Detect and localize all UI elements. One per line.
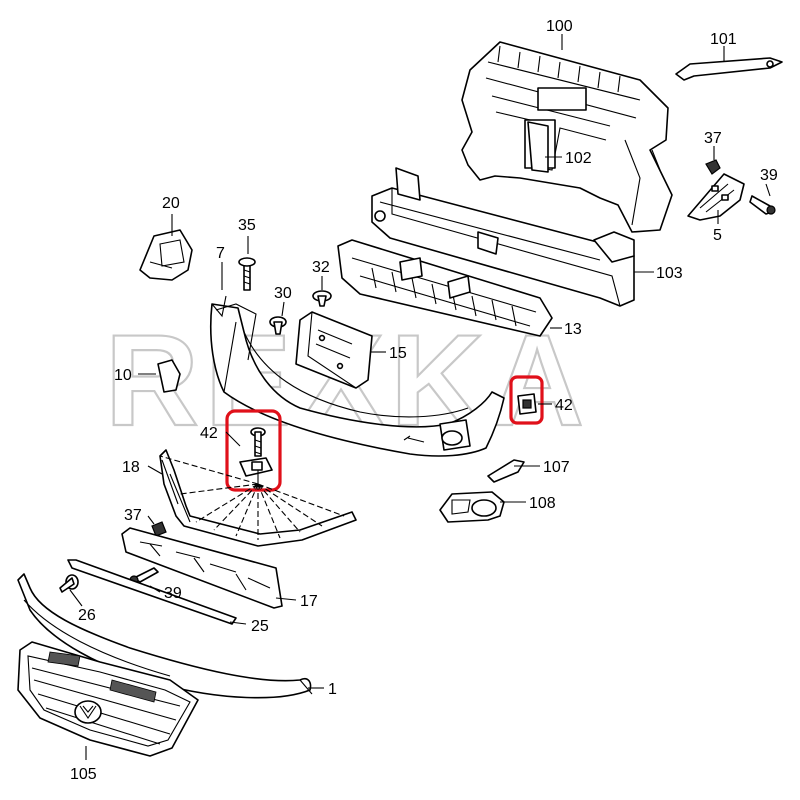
leader-lines [69,34,771,760]
callout-labels: 100 101 102 37 39 5 20 35 7 32 103 30 13… [70,18,778,783]
callout-10: 10 [114,367,132,384]
callout-100: 100 [546,18,573,35]
part-26-clip[interactable] [59,574,79,593]
part-101-bracket[interactable] [675,57,783,81]
part-32-clip[interactable] [312,290,332,307]
part-37-clip-right[interactable] [705,159,721,175]
callout-32: 32 [312,259,330,276]
callout-105: 105 [70,766,97,783]
callout-1: 1 [328,681,337,698]
part-10-tow-eye-cover[interactable] [157,359,181,393]
callout-26: 26 [78,607,96,624]
part-39-screw-left[interactable] [129,567,159,585]
callout-13: 13 [564,321,582,338]
callout-107: 107 [543,459,570,476]
callout-25: 25 [251,618,269,635]
part-30-clip[interactable] [269,316,287,335]
highlight-box-right [509,375,544,425]
callout-15: 15 [389,345,407,362]
part-17-lower-strip[interactable] [121,527,283,609]
callout-39-right: 39 [760,167,778,184]
callout-5: 5 [713,227,722,244]
part-5-side-bracket[interactable] [687,173,745,221]
part-105-radiator-grille[interactable] [17,641,199,757]
part-35-screw[interactable] [238,257,256,291]
callout-101: 101 [710,31,737,48]
callout-30: 30 [274,285,292,302]
callout-42-left: 42 [200,425,218,442]
part-102-center-bracket[interactable] [527,121,549,173]
part-37-clip-left[interactable] [151,521,167,537]
callout-20: 20 [162,195,180,212]
part-bumper-cover[interactable] [209,295,505,457]
part-18-lower-trim[interactable] [159,449,357,547]
part-13-energy-absorber[interactable] [337,239,553,337]
callout-102: 102 [565,150,592,167]
part-25-trim-strip[interactable] [67,559,237,625]
part-42-clip-nut-right[interactable] [517,393,537,415]
callout-17: 17 [300,593,318,610]
part-108-fog-grille[interactable] [439,491,505,523]
callout-39-left: 39 [164,585,182,602]
callout-18: 18 [122,459,140,476]
part-42-screw-left[interactable] [239,427,273,477]
part-39-screw-right[interactable] [749,195,776,215]
callout-35: 35 [238,217,256,234]
part-20-side-bracket-left[interactable] [139,229,193,281]
highlight-box-left [225,409,282,492]
callout-103: 103 [656,265,683,282]
part-100-front-carrier[interactable] [461,41,673,233]
guide-lines-fan [159,455,345,540]
callout-37-left: 37 [124,507,142,524]
callout-37-right: 37 [704,130,722,147]
part-15-license-plate-bracket[interactable] [295,311,373,389]
callout-42-right: 42 [555,397,573,414]
part-103-reinforcement-beam[interactable] [371,167,635,307]
callout-7: 7 [216,245,225,262]
callout-108: 108 [529,495,556,512]
part-107-cover[interactable] [487,459,525,483]
